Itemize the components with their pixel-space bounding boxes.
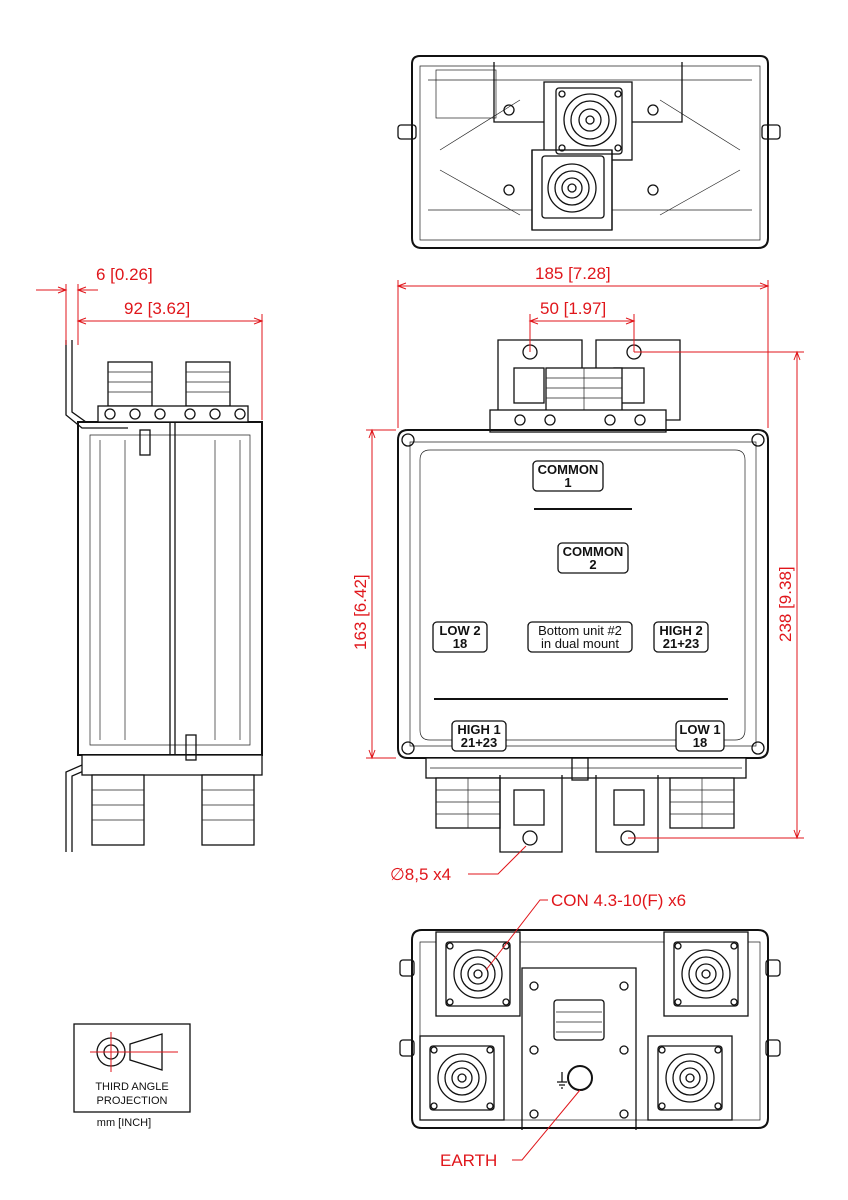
label-common2-line1: COMMON <box>563 544 624 559</box>
projection-line1: THIRD ANGLE <box>95 1081 168 1093</box>
side-view <box>65 340 263 852</box>
bottom-view <box>399 929 781 1130</box>
projection-cone-icon <box>129 1033 163 1071</box>
top-view <box>397 55 781 249</box>
callout-connector: CON 4.3-10(F) x6 <box>551 891 686 910</box>
front-view <box>397 339 769 853</box>
label-common2-line2: 2 <box>589 557 596 572</box>
label-high2-line2: 21+23 <box>663 636 700 651</box>
label-low1-line1: LOW 1 <box>679 722 720 737</box>
label-low1-line2: 18 <box>693 735 707 750</box>
label-low2-line2: 18 <box>453 636 467 651</box>
label-low2-line1: LOW 2 <box>439 623 480 638</box>
dim-side-depth: 92 [3.62] <box>124 299 190 318</box>
projection-symbol: THIRD ANGLE PROJECTION mm [INCH] <box>73 1023 191 1129</box>
dim-total-height: 238 [9.38] <box>776 566 795 642</box>
label-high2-line1: HIGH 2 <box>659 623 702 638</box>
callout-hole: ∅8,5 x4 <box>390 865 451 884</box>
units-note: mm [INCH] <box>97 1117 151 1129</box>
dimension-lines <box>36 280 804 1161</box>
dim-flange-offset: 6 [0.26] <box>96 265 153 284</box>
port-labels: COMMON 1 COMMON 2 LOW 2 18 Bottom unit #… <box>432 460 725 752</box>
label-high1-line2: 21+23 <box>461 735 498 750</box>
label-common1-line2: 1 <box>564 475 571 490</box>
label-note-line1: Bottom unit #2 <box>538 623 622 638</box>
label-high1-line1: HIGH 1 <box>457 722 500 737</box>
dimension-texts: 6 [0.26] 92 [3.62] 185 [7.28] 50 [1.97] … <box>96 264 795 1170</box>
callout-earth: EARTH <box>440 1151 497 1170</box>
label-common1-line1: COMMON <box>538 462 599 477</box>
projection-line2: PROJECTION <box>97 1095 168 1107</box>
dim-bracket-spacing: 50 [1.97] <box>540 299 606 318</box>
dim-body-height: 163 [6.42] <box>351 574 370 650</box>
label-note-line2: in dual mount <box>541 636 619 651</box>
dim-front-width: 185 [7.28] <box>535 264 611 283</box>
